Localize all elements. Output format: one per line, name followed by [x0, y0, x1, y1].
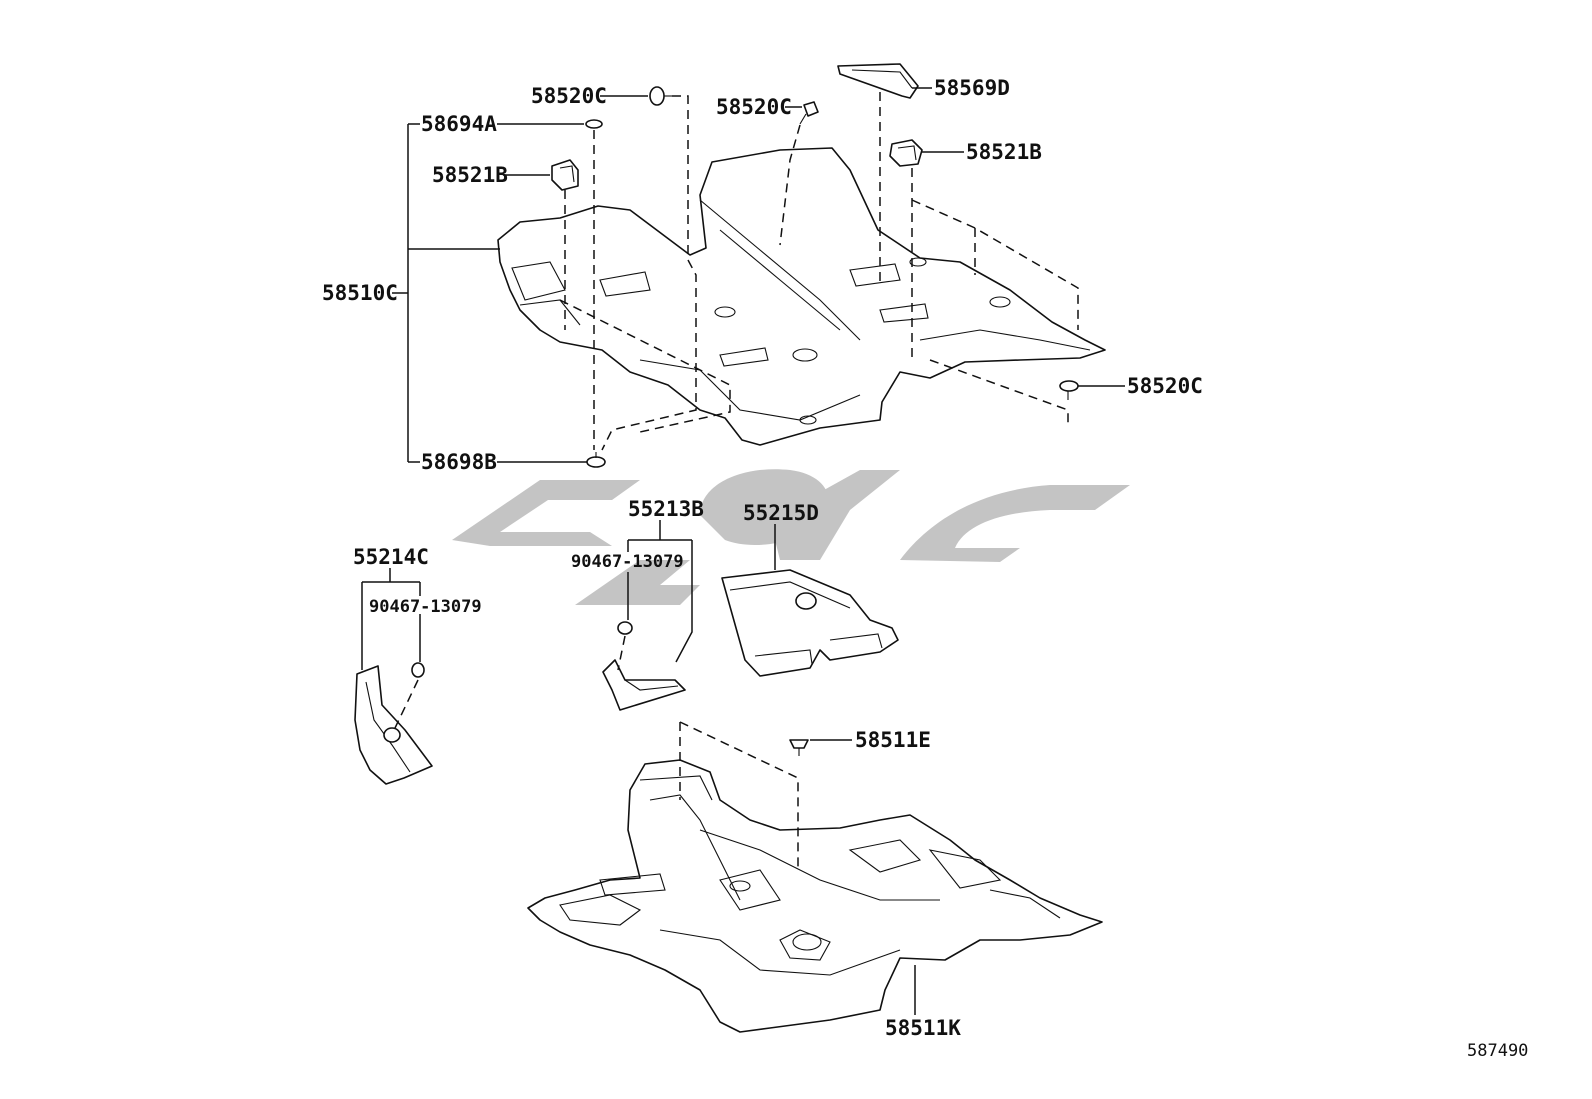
clip-58521B-left	[551, 159, 579, 191]
label-58694A: 58694A	[421, 112, 497, 136]
label-58520C-right: 58520C	[1127, 374, 1203, 398]
assembly-lines-top	[559, 92, 1079, 451]
label-58521B-right: 58521B	[966, 140, 1042, 164]
label-58698B: 58698B	[421, 450, 497, 474]
clip-58521B-right	[889, 139, 923, 167]
garnish-58569D	[837, 63, 919, 99]
assembly-lines-bottom	[679, 721, 799, 870]
watermark-logo	[452, 469, 1130, 605]
clip-58520C-right	[1059, 380, 1079, 400]
floor-carpet-58511K	[527, 759, 1103, 1033]
screw-58520C-mid	[799, 101, 819, 125]
diagram-code: 587490	[1467, 1041, 1528, 1061]
label-90467-13079-b: 90467-13079	[369, 597, 482, 617]
label-58521B-left: 58521B	[432, 163, 508, 187]
insulator-55215D	[721, 569, 899, 677]
label-58520C-top: 58520C	[531, 84, 607, 108]
label-58511E: 58511E	[855, 728, 931, 752]
insulator-55213B	[602, 621, 686, 711]
grommet-58694A	[585, 119, 603, 129]
label-55213B: 55213B	[628, 497, 704, 521]
clip-58511E	[789, 739, 809, 756]
label-58520C-mid: 58520C	[716, 95, 792, 119]
grommet-58698B	[586, 452, 606, 468]
floor-carpet-58510C	[497, 147, 1106, 446]
clip-58520C-top	[649, 86, 672, 106]
label-58510C: 58510C	[322, 281, 398, 305]
label-90467-13079-a: 90467-13079	[571, 552, 684, 572]
label-58569D: 58569D	[934, 76, 1010, 100]
insulator-55214C	[354, 662, 433, 785]
label-58511K: 58511K	[885, 1016, 961, 1040]
label-55214C: 55214C	[353, 545, 429, 569]
leader-lines	[361, 87, 1125, 1015]
label-55215D: 55215D	[743, 501, 819, 525]
